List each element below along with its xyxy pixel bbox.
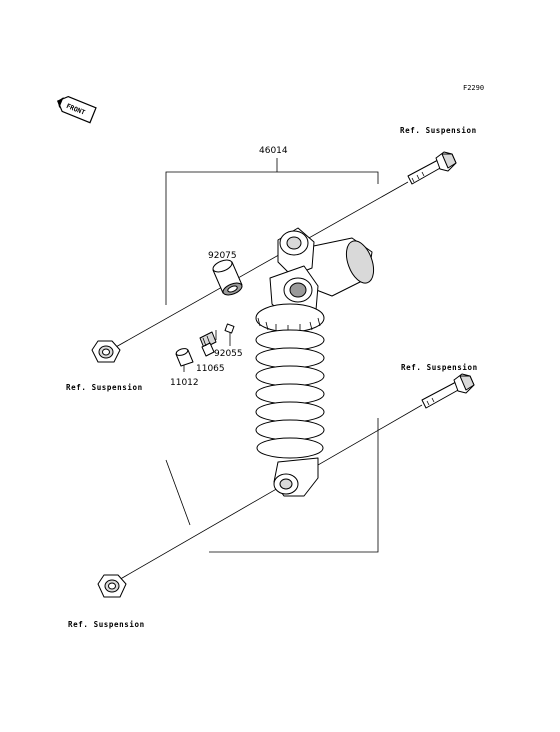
top-nut-icon <box>91 340 121 363</box>
bottom-nut-icon <box>97 574 127 598</box>
ref-bottom-bolt: Ref. Suspension <box>401 363 478 372</box>
ring-part-number: 92055 <box>214 349 243 359</box>
shock-absorber-icon <box>255 227 375 497</box>
figure-code: F2290 <box>463 84 484 92</box>
front-direction-icon: FRONT <box>56 95 97 124</box>
collar-icon <box>212 259 243 296</box>
cap-part-number: 11012 <box>170 378 199 388</box>
ref-top-bolt: Ref. Suspension <box>400 126 477 135</box>
ref-bottom-nut: Ref. Suspension <box>68 620 145 629</box>
alignment-lines <box>106 181 423 586</box>
cap-icon <box>175 348 194 367</box>
ring-icon <box>224 323 235 334</box>
fitting-part-number: 11065 <box>196 364 225 374</box>
bottom-bolt-icon <box>421 373 475 409</box>
collar-part-number: 92075 <box>208 251 237 261</box>
assembly-bracket: 46014 <box>165 146 379 553</box>
assembly-part-number: 46014 <box>259 146 288 156</box>
ref-top-nut: Ref. Suspension <box>66 383 143 392</box>
fitting-icon <box>199 331 217 357</box>
top-bolt-icon <box>407 151 457 185</box>
